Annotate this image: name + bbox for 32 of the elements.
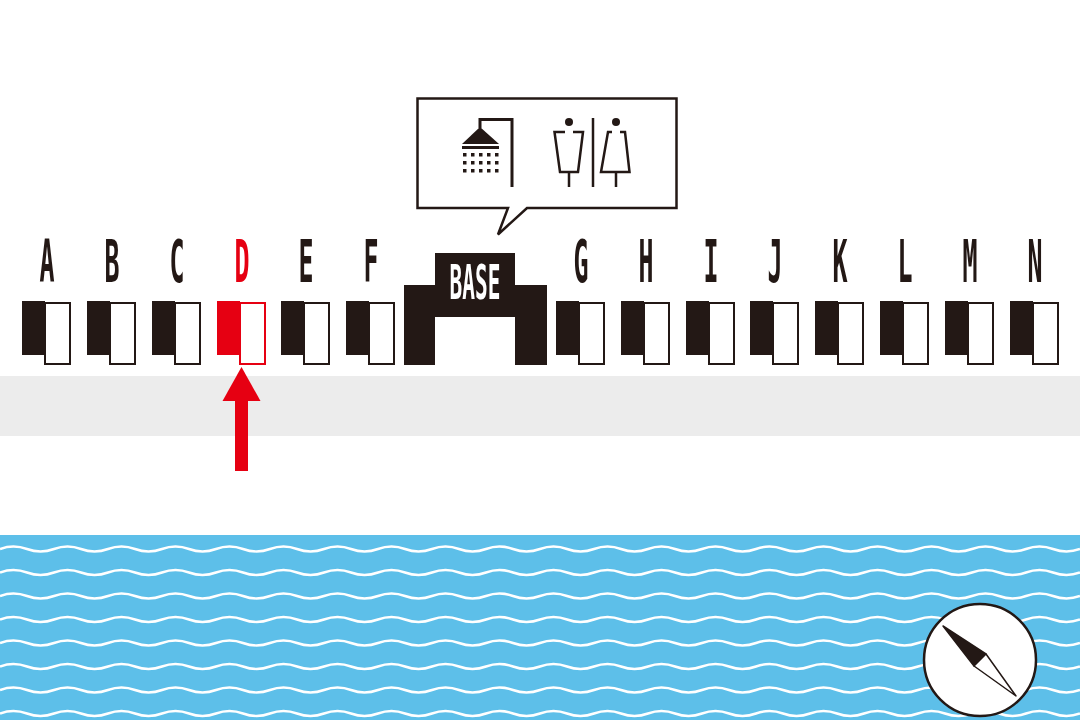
container-unit xyxy=(880,240,929,365)
unit-letter: N xyxy=(1026,239,1043,285)
container-unit xyxy=(815,240,864,365)
unit-letter: A xyxy=(38,239,55,285)
container-unit xyxy=(750,240,799,365)
container-unit xyxy=(346,240,395,365)
unit-letter: E xyxy=(297,239,314,285)
unit-letter: D xyxy=(233,239,250,285)
unit-letter: J xyxy=(766,239,783,285)
unit-letter: K xyxy=(831,239,848,285)
container-unit xyxy=(22,240,71,365)
container-unit xyxy=(152,240,201,365)
container-unit xyxy=(686,240,735,365)
building-label: BASE xyxy=(448,265,502,301)
speech-bubble xyxy=(416,97,678,236)
unit-letter: L xyxy=(896,239,913,285)
arrow xyxy=(222,367,261,471)
unit-letter: M xyxy=(961,239,978,285)
container-unit xyxy=(281,240,330,365)
container-unit xyxy=(1010,240,1059,365)
unit-letter: B xyxy=(103,239,120,285)
unit-letter: I xyxy=(702,239,719,285)
container-unit xyxy=(217,240,266,365)
container-unit xyxy=(556,240,605,365)
unit-letter: G xyxy=(572,239,589,285)
base-building xyxy=(404,253,547,365)
container-unit xyxy=(87,240,136,365)
unit-letter: F xyxy=(362,239,379,285)
unit-letter: C xyxy=(168,239,185,285)
unit-letter: H xyxy=(637,239,654,285)
container-unit xyxy=(945,240,994,365)
container-unit xyxy=(621,240,670,365)
